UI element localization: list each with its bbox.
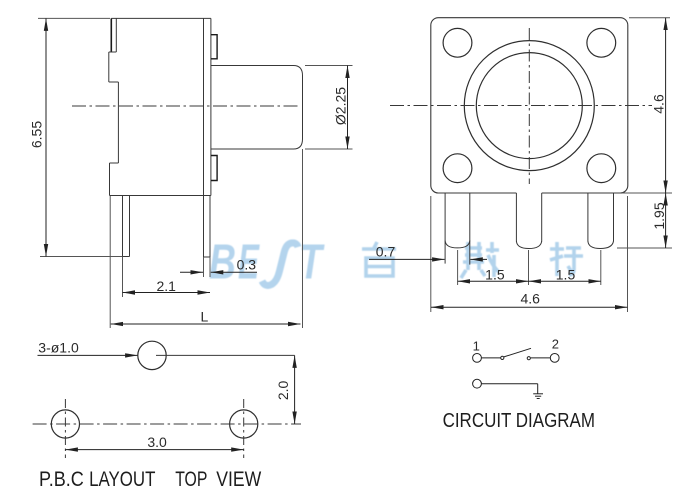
svg-text:T: T — [299, 235, 325, 289]
svg-text:1.95: 1.95 — [651, 202, 667, 229]
svg-text:CIRCUIT DIAGRAM: CIRCUIT DIAGRAM — [443, 410, 595, 432]
svg-text:0.7: 0.7 — [376, 244, 396, 260]
svg-text:TOP: TOP — [175, 468, 207, 491]
svg-text:B: B — [209, 235, 236, 289]
svg-text:Ø2.25: Ø2.25 — [332, 87, 348, 125]
svg-text:0.3: 0.3 — [237, 257, 257, 273]
svg-text:3.0: 3.0 — [147, 434, 167, 450]
svg-text:6.55: 6.55 — [28, 121, 44, 148]
svg-text:1: 1 — [473, 339, 480, 354]
svg-text:4.6: 4.6 — [651, 94, 667, 114]
svg-text:3-ø1.0: 3-ø1.0 — [38, 340, 79, 356]
svg-text:2: 2 — [552, 337, 559, 352]
svg-text:2.0: 2.0 — [275, 380, 291, 400]
svg-text:E: E — [238, 235, 260, 289]
svg-text:VIEW: VIEW — [216, 468, 261, 491]
svg-text:4.6: 4.6 — [520, 291, 540, 307]
svg-text:P.B.C: P.B.C — [39, 468, 84, 491]
svg-text:2.1: 2.1 — [156, 278, 176, 294]
svg-text:L: L — [201, 309, 209, 325]
svg-text:1.5: 1.5 — [556, 267, 576, 283]
svg-text:LAYOUT: LAYOUT — [89, 468, 155, 491]
svg-text:1.5: 1.5 — [485, 267, 505, 283]
